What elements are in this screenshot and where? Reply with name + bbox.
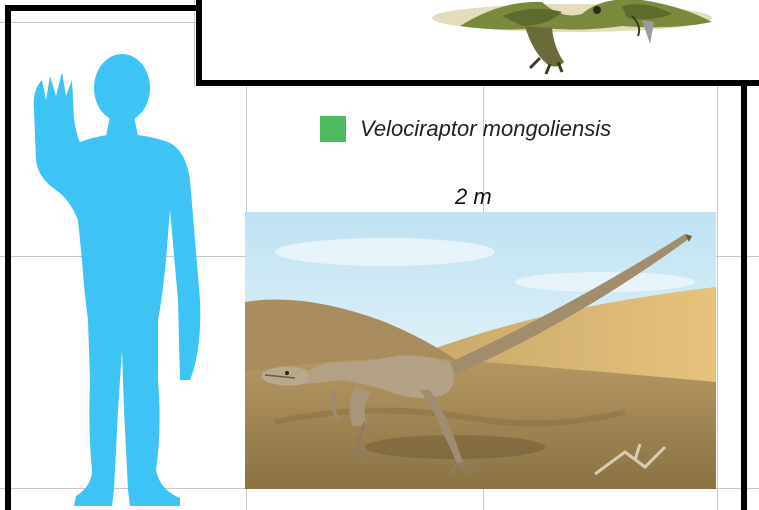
dinosaur-inset-illustration: [196, 0, 759, 86]
legend-swatch: [320, 116, 346, 142]
human-silhouette-icon: [30, 50, 220, 510]
scale-label: 2 m: [455, 184, 492, 210]
inset-dinosaur-art: [202, 0, 759, 86]
legend-species-label: Velociraptor mongoliensis: [360, 116, 611, 142]
legend: Velociraptor mongoliensis: [320, 116, 611, 142]
velociraptor-illustration: [245, 212, 716, 489]
